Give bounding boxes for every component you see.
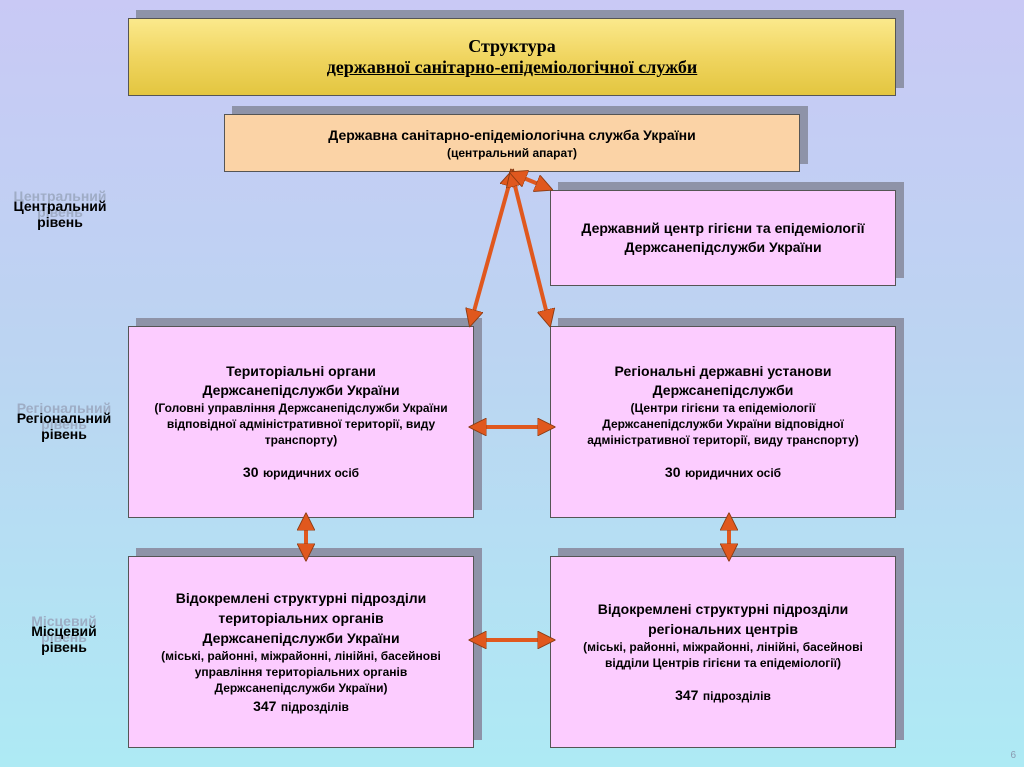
local-terr-line-1: Відокремлені структурні підрозділи [175, 590, 427, 606]
territorial-count-number: 30 [242, 464, 259, 480]
regional-count-number: 30 [664, 464, 681, 480]
center-box-line-2: Держсанепідслужби України [624, 239, 822, 255]
territorial-line-3: (Головні управління Держсанепідслужби Ук… [154, 401, 448, 415]
page-number: 6 [1010, 750, 1016, 761]
territorial-count-label: юридичних осіб [262, 466, 360, 480]
local-terr-count-number: 347 [253, 698, 277, 714]
local-terr-line-6: Держсанепідслужби України) [214, 681, 388, 695]
regional-line-4: Держсанепідслужби України відповідної [602, 417, 844, 431]
territorial-line-4: відповідної адміністративної території, … [166, 417, 436, 431]
regional-institutions-box: Регіональні державні установи Держсанепі… [550, 326, 896, 518]
center-box-line-1: Державний центр гігієни та епідеміології [581, 220, 865, 236]
local-reg-line-4: відділи Центрів гігієни та епідеміології… [605, 656, 841, 670]
regional-level-line-1: Регіональний [16, 410, 112, 426]
regional-line-5: адміністративної території, виду транспо… [587, 433, 859, 447]
territorial-count: 30 юридичних осіб [243, 464, 359, 482]
central-level-line-1: Центральний [13, 198, 107, 214]
territorial-line-1: Територіальні органи [226, 363, 376, 379]
territorial-bodies-box: Територіальні органи Держсанепідслужби У… [128, 326, 474, 518]
regional-line-2: Держсанепідслужби [652, 382, 794, 398]
title-line-1: Структура [468, 36, 556, 56]
title-line-2: державної санітарно-епідеміологічної слу… [326, 57, 698, 77]
regional-count-label: юридичних осіб [684, 466, 782, 480]
central-apparatus-box: Державна санітарно-епідеміологічна служб… [224, 114, 800, 172]
arrow-central-to-regional [512, 174, 549, 322]
local-terr-line-4: (міські, районні, міжрайонні, лінійні, б… [161, 649, 441, 663]
arrow-central-to-center [514, 174, 548, 188]
local-reg-count: 347 підрозділів [675, 687, 771, 705]
local-regional-subdivisions-box: Відокремлені структурні підрозділи регіо… [550, 556, 896, 748]
local-terr-line-3: Держсанепідслужби України [202, 630, 400, 646]
local-terr-count-label: підрозділів [280, 700, 349, 714]
regional-line-3: (Центри гігієни та епідеміології [630, 401, 816, 415]
regional-count: 30 юридичних осіб [665, 464, 781, 482]
local-level-line-2: рівень [41, 639, 87, 655]
local-reg-line-2: регіональних центрів [648, 621, 798, 637]
local-terr-line-2: територіальних органів [218, 610, 384, 626]
central-box-line-1: Державна санітарно-епідеміологічна служб… [328, 126, 696, 143]
territorial-line-5: транспорту) [264, 433, 338, 447]
local-reg-count-number: 347 [675, 687, 699, 703]
local-reg-line-3: (міські, районні, міжрайонні, лінійні, б… [583, 640, 863, 654]
local-reg-count-label: підрозділів [702, 689, 771, 703]
regional-level-line-2: рівень [41, 426, 87, 442]
local-level-line-1: Місцевий [31, 623, 97, 639]
central-level-line-2: рівень [37, 214, 83, 230]
central-box-line-2: (центральний апарат) [447, 145, 577, 160]
slide-title: Структура державної санітарно-епідеміоло… [128, 18, 896, 96]
local-territorial-subdivisions-box: Відокремлені структурні підрозділи терит… [128, 556, 474, 748]
territorial-line-2: Держсанепідслужби України [202, 382, 400, 398]
arrow-central-to-territorial [471, 174, 512, 322]
state-center-box: Державний центр гігієни та епідеміології… [550, 190, 896, 286]
local-reg-line-1: Відокремлені структурні підрозділи [597, 601, 849, 617]
regional-line-1: Регіональні державні установи [614, 363, 832, 379]
local-terr-count: 347 підрозділів [253, 698, 349, 716]
local-terr-line-5: управління територіальних органів [194, 665, 408, 679]
